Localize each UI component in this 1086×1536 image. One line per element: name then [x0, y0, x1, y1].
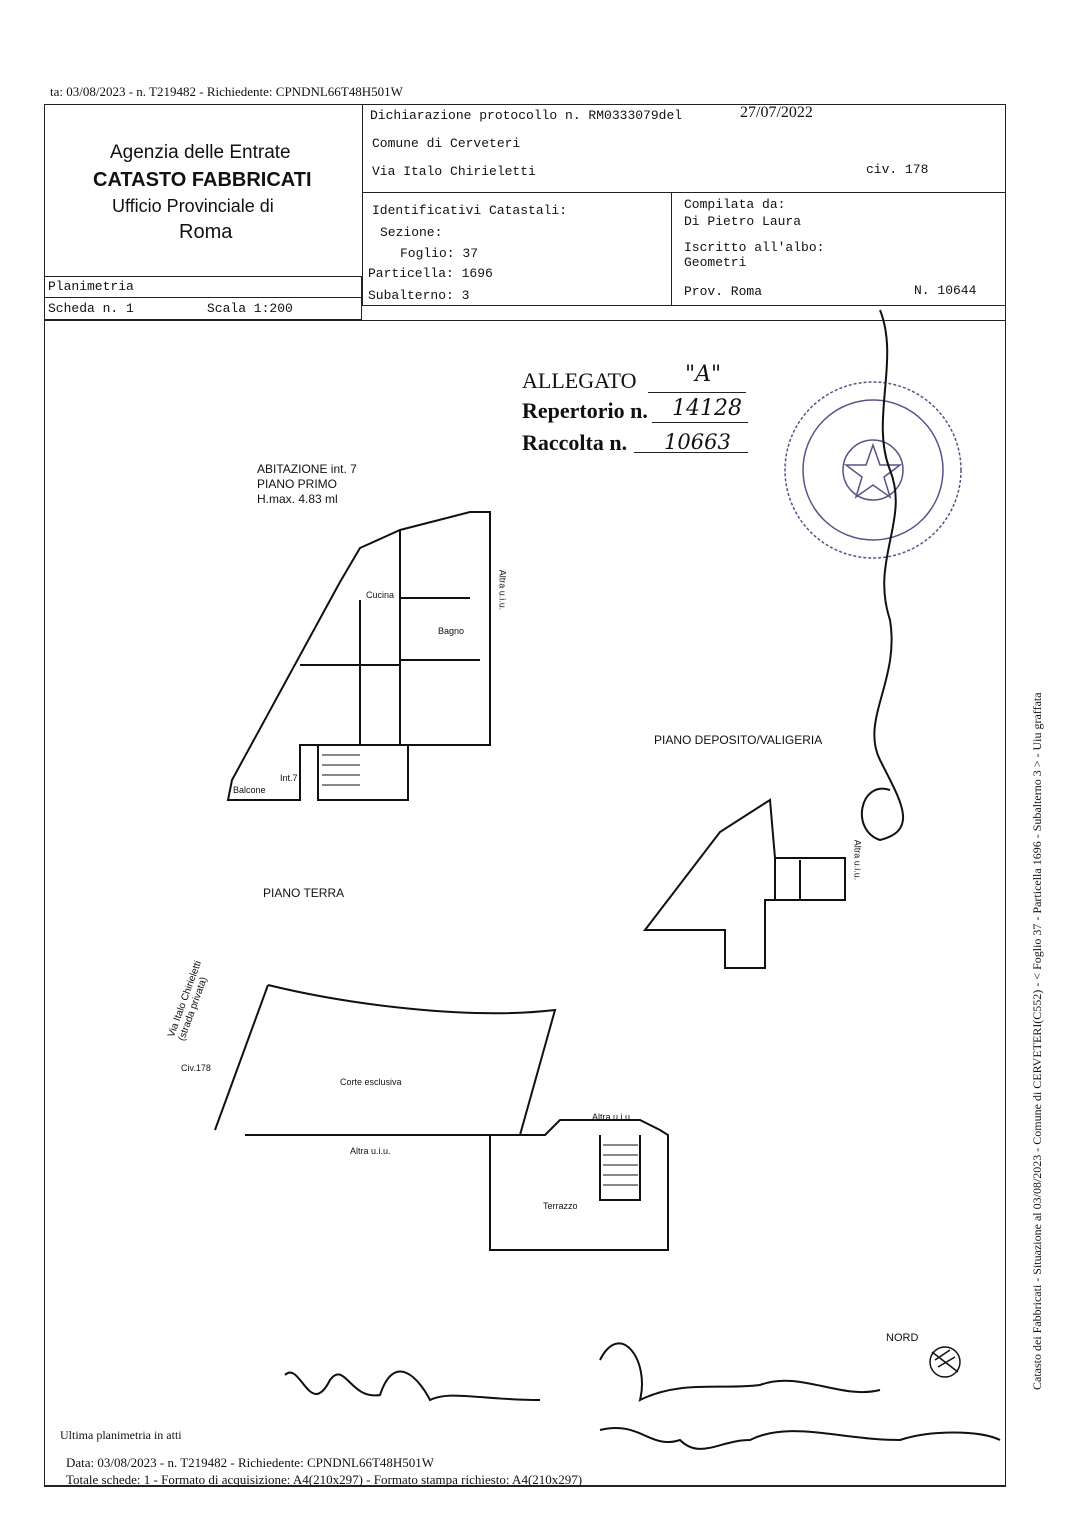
height-label: H.max. 4.83 ml	[257, 492, 338, 506]
province: Prov. Roma	[684, 284, 763, 299]
storage-floor-plan	[642, 798, 846, 969]
compiler-name: Di Pietro Laura	[684, 214, 802, 229]
sheet-number: Scheda n. 1	[48, 301, 134, 316]
notary-seal	[784, 381, 962, 559]
comune: Comune di Cerveteri	[372, 136, 521, 151]
footer-totals-line: Totale schede: 1 - Formato di acquisizio…	[66, 1472, 583, 1487]
sheet-box	[44, 276, 362, 320]
handwritten-signature-vertical	[861, 309, 905, 842]
declaration-box	[362, 104, 1006, 306]
other-unit-label-3: Altra u.i.u.	[592, 1112, 633, 1122]
allegato-value: "A"	[685, 362, 722, 387]
protocol-date: 27/07/2022	[740, 104, 813, 121]
request-header-line: ta: 03/08/2023 - n. T219482 - Richiedent…	[50, 84, 403, 99]
sheet-type: Planimetria	[48, 279, 134, 294]
repertorio-value: 14128	[672, 396, 742, 421]
kitchen-label: Cucina	[366, 590, 395, 600]
ground-floor-plan	[214, 984, 669, 1251]
side-cadastral-text: Catasto dei Fabbricati - Situazione al 0…	[1030, 692, 1044, 1390]
foglio: Foglio: 37	[400, 246, 479, 261]
other-unit-label-1: Altra u.i.u.	[497, 569, 508, 611]
agency-department: CATASTO FABBRICATI	[93, 169, 312, 191]
registration-number: N. 10644	[914, 283, 977, 298]
allegato-label: ALLEGATO	[522, 368, 637, 393]
footer-data-line: Data: 03/08/2023 - n. T219482 - Richiede…	[66, 1455, 435, 1470]
courtyard-label: Corte esclusiva	[340, 1077, 402, 1087]
particella: Particella: 1696	[368, 266, 493, 281]
protocol-label: Dichiarazione protocollo n. RM0333079del	[370, 108, 683, 123]
balcony-label: Balcone	[233, 785, 266, 795]
storage-floor-label: PIANO DEPOSITO/VALIGERIA	[654, 733, 823, 747]
ground-floor-label: PIANO TERRA	[263, 886, 345, 900]
sezione: Sezione:	[380, 225, 443, 240]
agency-name: Agenzia delle Entrate	[110, 142, 291, 163]
unit-title: ABITAZIONE int. 7	[257, 462, 357, 476]
last-plan-note: Ultima planimetria in atti	[60, 1428, 182, 1442]
agency-city: Roma	[179, 221, 233, 243]
first-floor-plan	[226, 511, 491, 801]
agency-office: Ufficio Provinciale di	[112, 196, 274, 216]
albo-label: Iscritto all'albo:	[684, 240, 825, 255]
compiler-label: Compilata da:	[684, 197, 786, 212]
civic-label: Civ.178	[181, 1063, 211, 1073]
floor-first-label: PIANO PRIMO	[257, 477, 338, 491]
bathroom-label: Bagno	[438, 626, 465, 636]
sheet-scale: Scala 1:200	[207, 301, 293, 316]
other-unit-label-2: Altra u.i.u.	[852, 839, 863, 881]
civic-number: civ. 178	[866, 162, 929, 177]
repertorio-label: Repertorio n.	[522, 398, 648, 423]
identifiers-title: Identificativi Catastali:	[372, 203, 568, 218]
raccolta-label: Raccolta n.	[522, 430, 628, 455]
other-unit-label-4: Altra u.i.u.	[350, 1146, 391, 1156]
subalterno: Subalterno: 3	[368, 288, 470, 303]
int-label: Int.7	[280, 773, 298, 783]
address: Via Italo Chirieletti	[372, 164, 536, 179]
albo-value: Geometri	[684, 255, 747, 270]
signatures	[284, 1342, 1001, 1450]
raccolta-value: 10663	[664, 430, 731, 454]
north-arrow	[929, 1346, 961, 1378]
north-label: NORD	[886, 1332, 919, 1344]
terrace-label: Terrazzo	[543, 1201, 578, 1211]
